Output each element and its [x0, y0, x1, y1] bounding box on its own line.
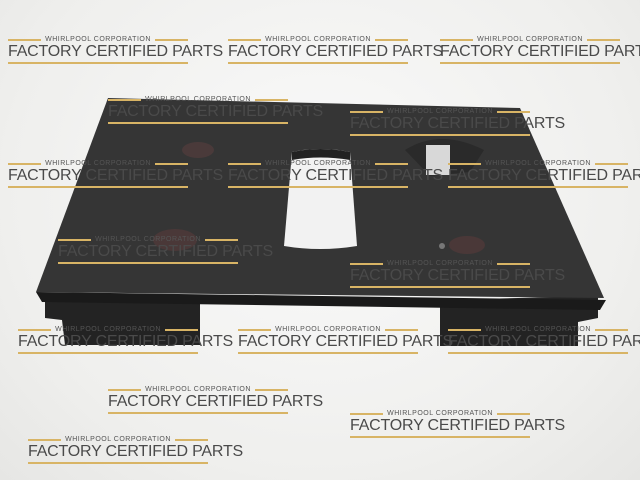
watermark-main-text: FACTORY CERTIFIED PARTS — [8, 167, 224, 184]
watermark-main-text: FACTORY CERTIFIED PARTS — [448, 333, 640, 350]
watermark-underline — [228, 62, 408, 64]
watermark-main-text: FACTORY CERTIFIED PARTS — [228, 167, 444, 184]
watermark-main-text: FACTORY CERTIFIED PARTS — [238, 333, 454, 350]
watermark-main-text: FACTORY CERTIFIED PARTS — [440, 43, 640, 60]
watermark-corporation-text: WHIRLPOOL CORPORATION — [440, 36, 620, 43]
watermark-corporation-text: WHIRLPOOL CORPORATION — [350, 410, 530, 417]
watermark-underline — [440, 62, 620, 64]
watermark-underline — [350, 134, 530, 136]
watermark-corporation-text: WHIRLPOOL CORPORATION — [448, 326, 628, 333]
watermark-underline — [58, 262, 238, 264]
watermark-corporation-text: WHIRLPOOL CORPORATION — [58, 236, 238, 243]
watermark-main-text: FACTORY CERTIFIED PARTS — [108, 103, 324, 120]
watermark-underline — [448, 186, 628, 188]
watermark-main-text: FACTORY CERTIFIED PARTS — [8, 43, 224, 60]
watermark-underline — [8, 186, 188, 188]
watermark-corporation-text: WHIRLPOOL CORPORATION — [350, 108, 530, 115]
watermark-corporation-text: WHIRLPOOL CORPORATION — [8, 160, 188, 167]
watermark-main-text: FACTORY CERTIFIED PARTS — [58, 243, 274, 260]
watermark-main-text: FACTORY CERTIFIED PARTS — [350, 115, 566, 132]
watermark-main-text: FACTORY CERTIFIED PARTS — [228, 43, 444, 60]
watermark-underline — [108, 412, 288, 414]
watermark-underline — [350, 436, 530, 438]
watermark-corporation-text: WHIRLPOOL CORPORATION — [228, 36, 408, 43]
watermark-main-text: FACTORY CERTIFIED PARTS — [28, 443, 244, 460]
watermark-corporation-text: WHIRLPOOL CORPORATION — [228, 160, 408, 167]
watermark-main-text: FACTORY CERTIFIED PARTS — [350, 417, 566, 434]
watermark-underline — [108, 122, 288, 124]
watermark-main-text: FACTORY CERTIFIED PARTS — [108, 393, 324, 410]
watermark-corporation-text: WHIRLPOOL CORPORATION — [108, 96, 288, 103]
watermark-corporation-text: WHIRLPOOL CORPORATION — [108, 386, 288, 393]
watermark-main-text: FACTORY CERTIFIED PARTS — [350, 267, 566, 284]
watermark-underline — [18, 352, 198, 354]
watermark-underline — [350, 286, 530, 288]
watermark-underline — [8, 62, 188, 64]
watermark-corporation-text: WHIRLPOOL CORPORATION — [8, 36, 188, 43]
watermark-corporation-text: WHIRLPOOL CORPORATION — [350, 260, 530, 267]
watermark-underline — [448, 352, 628, 354]
watermark-main-text: FACTORY CERTIFIED PARTS — [18, 333, 234, 350]
watermark-main-text: FACTORY CERTIFIED PARTS — [448, 167, 640, 184]
watermark-corporation-text: WHIRLPOOL CORPORATION — [448, 160, 628, 167]
watermark-corporation-text: WHIRLPOOL CORPORATION — [18, 326, 198, 333]
watermark-underline — [28, 462, 208, 464]
watermark-underline — [238, 352, 418, 354]
watermark-underline — [228, 186, 408, 188]
watermark-corporation-text: WHIRLPOOL CORPORATION — [28, 436, 208, 443]
watermark-corporation-text: WHIRLPOOL CORPORATION — [238, 326, 418, 333]
